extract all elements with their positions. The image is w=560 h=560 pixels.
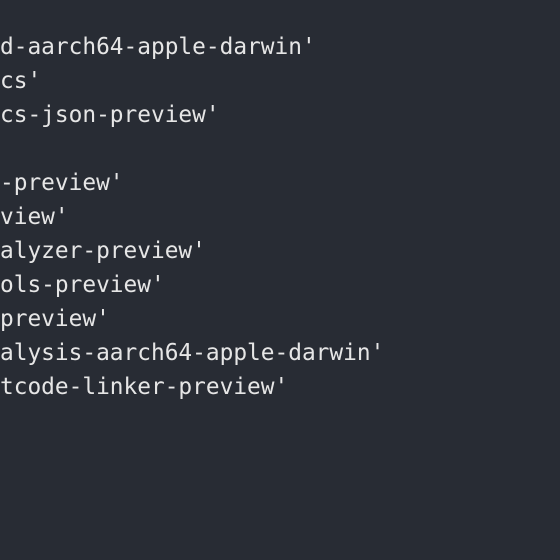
terminal-line: d-aarch64-apple-darwin' (0, 34, 316, 60)
terminal-line: -preview' (0, 170, 124, 196)
terminal-line: ols-preview' (0, 272, 165, 298)
terminal-line: alysis-aarch64-apple-darwin' (0, 340, 385, 366)
terminal-line: tcode-linker-preview' (0, 374, 289, 400)
terminal-line: cs' (0, 68, 42, 94)
terminal-line: cs-json-preview' (0, 102, 220, 128)
terminal-line: view' (0, 204, 69, 230)
terminal-line: preview' (0, 306, 110, 332)
terminal-line: alyzer-preview' (0, 238, 206, 264)
